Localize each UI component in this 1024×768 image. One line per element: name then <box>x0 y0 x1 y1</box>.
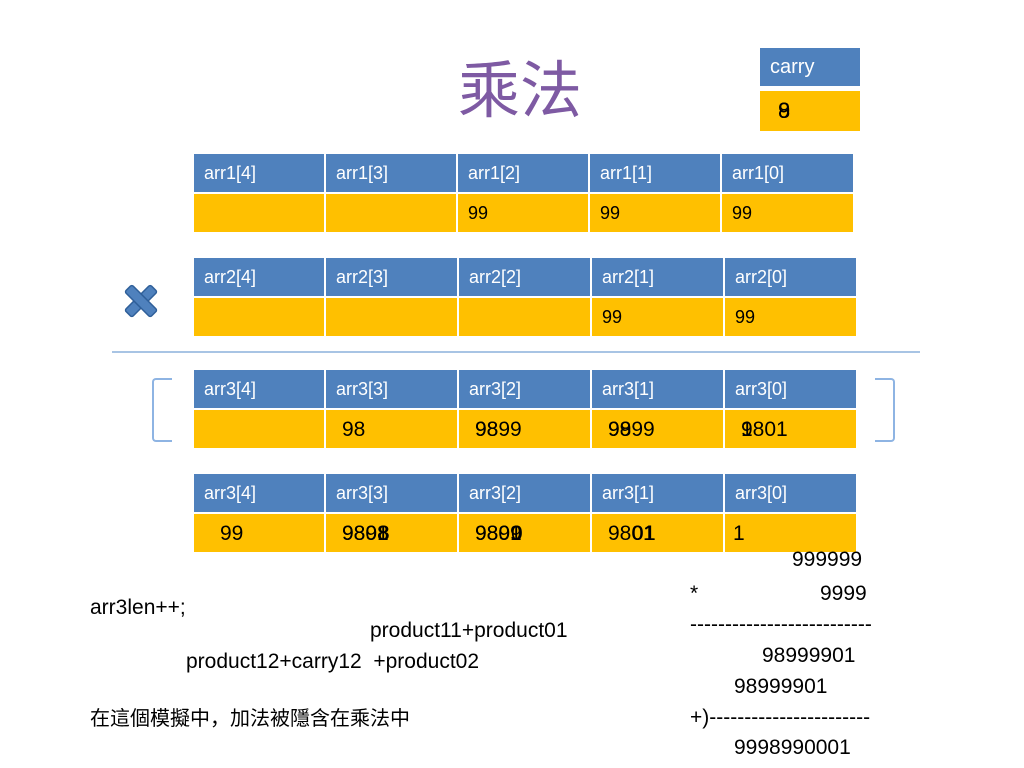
calc-plus-rule: +)----------------------- <box>690 706 871 729</box>
code-arr3len: arr3len++; <box>90 596 186 619</box>
arr1-header: arr1[4] <box>192 152 326 194</box>
code-line-1: product11+product01 <box>370 619 568 642</box>
arr3-cell: 9801 9899 0 <box>457 512 592 554</box>
arr3-cell-value: 1 <box>644 522 656 545</box>
arr3-header: arr3[2] <box>457 472 592 514</box>
arr1-cell <box>192 192 326 234</box>
arr3-header: arr3[0] <box>723 472 858 514</box>
carry-value: 9 <box>778 98 791 123</box>
arr2-header: arr2[1] <box>590 256 725 298</box>
arr2-cell <box>457 296 592 338</box>
separator-line <box>112 351 920 353</box>
arr2-cell: 99 <box>723 296 858 338</box>
note-text: 在這個模擬中，加法被隱含在乘法中 <box>90 706 410 730</box>
arr1-cell <box>324 192 458 234</box>
arr2-table: arr2[4] arr2[3] arr2[2] arr2[1] arr2[0] … <box>192 256 858 338</box>
carry-value: 8 <box>778 98 791 123</box>
code-line-2: product12+carry12 +product02 <box>186 650 480 673</box>
calc-rule: -------------------------- <box>690 613 872 636</box>
arr2-header: arr2[4] <box>192 256 326 298</box>
arr3-header: arr3[3] <box>324 368 459 410</box>
arr1-header: arr1[1] <box>588 152 722 194</box>
arr3-cell-value: 98 <box>475 418 499 441</box>
arr2-cell: 99 <box>590 296 725 338</box>
arr3-header: arr3[0] <box>723 368 858 410</box>
arr3-cell: 99 9899 <box>590 408 725 450</box>
arr3-header: arr3[3] <box>324 472 459 514</box>
arr3-cell: 9801 9898 8 <box>324 512 459 554</box>
arr2-header: arr2[3] <box>324 256 459 298</box>
calc-operand-2: 9999 <box>820 582 867 605</box>
arr3-cell: 99 <box>192 512 326 554</box>
arr3-cell-value: 99 <box>220 522 244 545</box>
arr3-cell-value: 9899 <box>608 418 655 441</box>
carry-header: carry <box>760 48 860 86</box>
arr3-cell-value: 0 <box>511 522 523 545</box>
arr3-cell-value: 9899 <box>475 418 522 441</box>
arr3-table-second: arr3[4] arr3[3] arr3[2] arr3[1] arr3[0] … <box>192 472 858 554</box>
arr2-cell <box>192 296 326 338</box>
arr3-cell-value: 0 <box>632 522 644 545</box>
arr3-table-first: arr3[4] arr3[3] arr3[2] arr3[1] arr3[0] … <box>192 368 858 450</box>
arr3-header: arr3[4] <box>192 368 326 410</box>
arr3-cell <box>192 408 326 450</box>
arr3-cell: 1 <box>723 512 858 554</box>
slide-title: 乘法 <box>457 54 582 127</box>
arr2-cell <box>324 296 459 338</box>
arr3-cell-value: 9898 <box>342 522 389 545</box>
arr3-cell-value: 9801 <box>608 522 655 545</box>
arr1-cell: 99 <box>720 192 855 234</box>
arr1-header: arr1[0] <box>720 152 855 194</box>
arr1-header: arr1[2] <box>456 152 590 194</box>
arr1-header: arr1[3] <box>324 152 458 194</box>
calc-partial-2: 98999901 <box>734 675 828 698</box>
arr3-cell: 9801 1 <box>723 408 858 450</box>
left-bracket <box>152 378 172 442</box>
arr3-cell: 98 9899 <box>457 408 592 450</box>
arr3-header: arr3[4] <box>192 472 326 514</box>
arr3-cell-value: 9899 <box>475 522 522 545</box>
arr2-header: arr2[2] <box>457 256 592 298</box>
calc-operand-1: 999999 <box>792 548 863 571</box>
arr2-header: arr2[0] <box>723 256 858 298</box>
arr3-cell-value: 98 <box>342 418 366 441</box>
calc-multiply-sign: * <box>690 582 699 605</box>
multiply-icon <box>124 284 158 318</box>
arr3-cell-value: 1 <box>741 418 753 441</box>
arr3-cell: 98 <box>324 408 459 450</box>
calc-partial-1: 98999901 <box>762 644 856 667</box>
arr3-header: arr3[1] <box>590 472 725 514</box>
arr3-cell-value: 1 <box>733 522 745 545</box>
arr3-cell-value: 9801 <box>741 418 788 441</box>
arr3-cell-value: 8 <box>378 522 390 545</box>
right-bracket <box>875 378 895 442</box>
arr3-header: arr3[1] <box>590 368 725 410</box>
calc-result: 9998990001 <box>734 736 851 759</box>
arr3-cell-value: 9801 <box>475 522 522 545</box>
carry-value-cell: 9 8 <box>760 91 860 131</box>
arr1-cell: 99 <box>456 192 590 234</box>
arr3-header: arr3[2] <box>457 368 592 410</box>
arr1-cell: 99 <box>588 192 722 234</box>
arr1-table: arr1[4] arr1[3] arr1[2] arr1[1] arr1[0] … <box>192 152 855 234</box>
arr3-cell-value: 99 <box>608 418 632 441</box>
arr3-cell-value: 9801 <box>342 522 389 545</box>
arr3-cell: 9801 0 1 <box>590 512 725 554</box>
